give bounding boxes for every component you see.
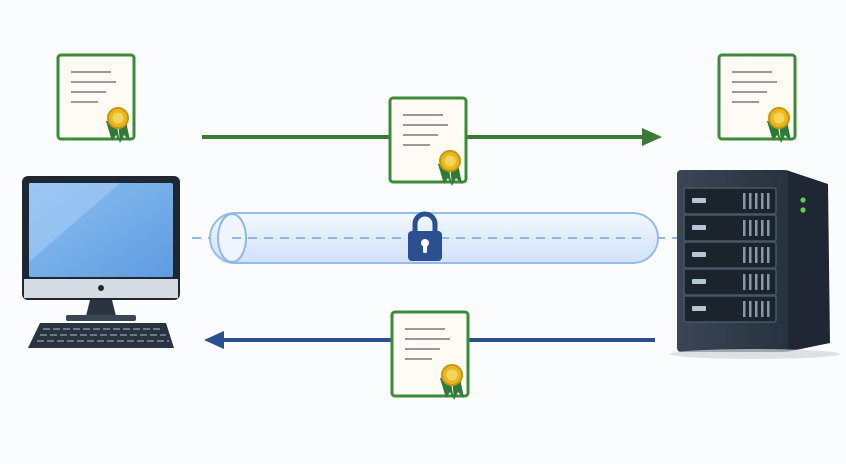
server-unit (683, 214, 777, 242)
client-certificate-icon (56, 53, 136, 145)
server-unit (683, 295, 777, 323)
server-unit (683, 268, 777, 296)
server-status-led-icon (800, 207, 806, 213)
encrypted-tunnel (192, 211, 680, 264)
padlock-icon (408, 211, 442, 261)
arrowhead-right-icon (642, 128, 662, 146)
server-certificate-icon (717, 53, 797, 145)
server-status-led-icon (800, 197, 806, 203)
keyboard-icon (28, 323, 174, 348)
certificate-in-transit-to-client-icon (390, 310, 470, 402)
certificate-in-transit-to-server-icon (388, 96, 468, 188)
desktop-computer-icon (22, 176, 180, 348)
server-unit (683, 187, 777, 215)
server-rack-icon (670, 170, 840, 359)
arrowhead-left-icon (204, 331, 224, 349)
server-unit (683, 241, 777, 269)
